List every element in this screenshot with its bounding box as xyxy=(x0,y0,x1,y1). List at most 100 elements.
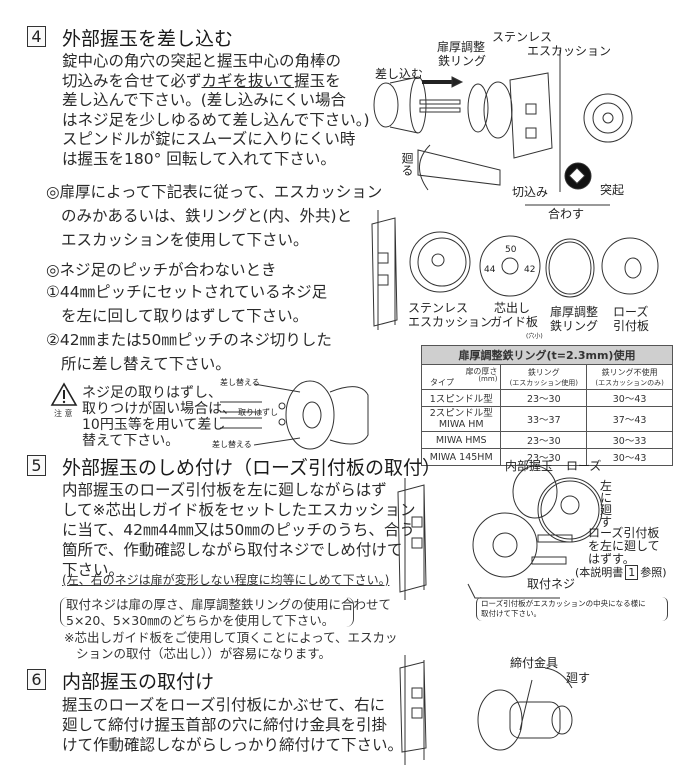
header-door-thickness: 扉の厚さ xyxy=(465,367,498,376)
underlined-warning: カギを抜いて xyxy=(201,71,295,90)
cell-type: MIWA HMS xyxy=(420,431,502,449)
part-ring-1: 扉厚調整 xyxy=(550,305,599,319)
note-line: ①44㎜ピッチにセットされているネジ足 xyxy=(46,283,328,301)
screw-size-note: 取付ネジは扉の厚さ、扉厚調整鉄リングの使用に合わせて 5×20、5×30㎜のどち… xyxy=(66,597,391,629)
label-stainless-1: ステンレス xyxy=(492,30,553,44)
warning-text: ネジ足の取りはずし、 取りつけが固い場合は、 10円玉等を用いて差し 替えて下さ… xyxy=(82,385,236,449)
body-line: に当て、42㎜44㎜又は50㎜のピッチのうち、合う xyxy=(62,521,415,539)
label-rose-plate: ローズ引付板 を左に廻して はずす。 xyxy=(588,527,660,566)
cell-no-ring: 30～33 xyxy=(586,431,673,449)
note-line: ◎ネジ足のピッチが合わないとき xyxy=(46,261,277,279)
cell-no-ring: 37～43 xyxy=(586,406,673,432)
label-stainless-2: エスカッション xyxy=(527,44,612,58)
body-line: 握玉のローズをローズ引付板にかぶせて、右に xyxy=(62,696,386,714)
section-4-number: 4 xyxy=(27,26,46,47)
char: 左 xyxy=(600,479,613,493)
guide-plate-note: ※芯出しガイド板をご使用して頂くことによって、エスカッ ションの取付（芯出し））… xyxy=(64,630,397,662)
part-rose-1: ローズ xyxy=(613,305,649,319)
part-guide-2: ガイド板 xyxy=(490,315,539,329)
body-line: は握玉を180° 回転して入れて下さい。 xyxy=(62,149,336,168)
note-line: ションの取付（芯出し））が容易になります。 xyxy=(76,646,332,661)
header-no-ring: 鉄リング不使用(エスカッションのみ) xyxy=(586,364,673,390)
body-line: 切込みを合せて必ずカギを抜いて握玉を xyxy=(62,72,370,92)
section-6-body: 握玉のローズをローズ引付板にかぶせて、右に 廻して締付け握玉首部の穴に締付け金具… xyxy=(62,695,403,755)
line: を左に廻して xyxy=(588,539,660,553)
label-rotate: 廻る xyxy=(400,152,414,176)
part-escutcheon-1: ステンレス xyxy=(408,301,469,315)
pitch-50: 50 xyxy=(505,245,517,255)
warning-line: 10円玉等を用いて差し xyxy=(82,417,226,433)
ref-text: (本説明書 xyxy=(575,566,624,579)
body-text: 握玉を xyxy=(294,71,341,90)
cell-ring: 33～37 xyxy=(500,406,588,432)
center-note-bracket xyxy=(476,597,668,621)
warning-line: ネジ足の取りはずし、 xyxy=(82,385,222,401)
note-line: ◎扉厚によって下記表に従って、エスカッション xyxy=(46,183,383,201)
char: に xyxy=(600,491,613,505)
pitch-44: 44 xyxy=(484,265,496,275)
label-notch: 切込み xyxy=(512,185,549,199)
label-screw: 取付ネジ xyxy=(527,577,576,591)
header-no-ring-label: 鉄リング不使用 xyxy=(601,367,658,377)
cell-no-ring: 30～43 xyxy=(586,448,673,466)
body-line: 内部握玉のローズ引付板を左に廻しながらはず xyxy=(62,481,387,499)
warning-label: 注 意 xyxy=(54,409,73,418)
part-escutcheon-2: エスカッション xyxy=(408,315,493,329)
body-line: して※芯出しガイド板をセットしたエスカッション xyxy=(62,501,416,519)
label-ring-1: 扉厚調整 xyxy=(437,40,486,54)
label-insert: 差し込む xyxy=(375,67,424,81)
inner-knob-diagram xyxy=(399,655,573,765)
section-6-number: 6 xyxy=(27,669,46,690)
note-line: ※芯出しガイド板をご使用して頂くことによって、エスカッ xyxy=(64,630,398,645)
cell-type-1: 2スピンドル型 xyxy=(429,408,493,419)
cell-type-2: MIWA HM xyxy=(438,419,484,430)
ref-number: 1 xyxy=(625,565,639,580)
label-align: 合わす xyxy=(548,207,585,221)
cell-type: MIWA 145HM xyxy=(420,448,502,466)
header-ring: 鉄リング(エスカッション使用) xyxy=(500,364,588,390)
line: 取付けて下さい。 xyxy=(481,609,541,618)
part-guide-1: 芯出し xyxy=(494,301,531,315)
header-unit: (mm) xyxy=(478,375,498,383)
note-line: を左に回して取りはずして下さい。 xyxy=(61,307,309,325)
char: す xyxy=(600,515,613,529)
cell-ring: 23～30 xyxy=(500,389,588,407)
table-header-corner: 扉の厚さ (mm) タイプ xyxy=(420,364,502,390)
label-remove: 取りはずし xyxy=(238,408,278,417)
cell-no-ring: 30～43 xyxy=(586,389,673,407)
section-5-body: 内部握玉のローズ引付板を左に廻しながらはず して※芯出しガイド板をセットしたエス… xyxy=(62,480,416,580)
body-line: 箇所で、作動確認しながら取付ネジでしめ付けて xyxy=(62,541,403,559)
section-4-body: 錠中心の角穴の突起と握玉中心の角棒の 切込みを合せて必ずカギを抜いて握玉を 差し… xyxy=(62,52,370,169)
note-line: エスカッションを使用して下さい。 xyxy=(61,231,309,249)
note-line: 取付ネジは扉の厚さ、扉厚調整鉄リングの使用に合わせて xyxy=(66,597,392,612)
line: ローズ引付板がエスカッションの中央になる様に xyxy=(481,599,646,608)
table-caption: 扉厚調整鉄リング(t=2.3mm)使用 xyxy=(421,345,673,365)
note-line: 所に差し替えて下さい。 xyxy=(61,355,231,373)
header-no-ring-sub: (エスカッションのみ) xyxy=(595,378,664,387)
section-5-tighten-note: (左、右のネジは扉が変形しない程度に均等にしめて下さい。) xyxy=(62,573,390,587)
body-line: 下さい。 xyxy=(62,561,125,579)
section-5-number: 5 xyxy=(27,455,46,476)
label-turn: 廻す xyxy=(566,671,591,685)
center-note: ローズ引付板がエスカッションの中央になる様に 取付けて下さい。 xyxy=(481,599,646,619)
label-ring-2: 鉄リング xyxy=(438,54,487,68)
char: 廻 xyxy=(600,503,613,517)
part-guide-sub: (穴小) xyxy=(526,333,543,340)
pitch-note: ◎ネジ足のピッチが合わないとき ①44㎜ピッチにセットされているネジ足 を左に回… xyxy=(46,258,332,376)
label-replace-top: 差し替える xyxy=(220,378,260,387)
note-line: のみかあるいは、鉄リングと(内、外共)と xyxy=(61,207,353,225)
door-thickness-table: 扉厚調整鉄リング(t=2.3mm)使用 扉の厚さ (mm) タイプ 鉄リング(エ… xyxy=(420,345,673,466)
body-line: スピンドルが錠にスムーズに入りにくい時 xyxy=(62,130,356,148)
warning-triangle-icon xyxy=(50,382,78,406)
body-line: 廻して締付け握玉首部の穴に締付け金具を引掛 xyxy=(62,716,388,734)
line: はずす。 xyxy=(588,552,635,566)
label-rose: ローズ xyxy=(566,459,602,473)
body-text: 切込みを合せて必ず xyxy=(62,71,202,90)
body-line: 錠中心の角穴の突起と握玉中心の角棒の xyxy=(62,52,342,70)
cell-type: 1スピンドル型 xyxy=(420,389,502,407)
header-ring-label: 鉄リング xyxy=(527,367,560,377)
header-ring-sub: (エスカッション使用) xyxy=(509,378,579,387)
